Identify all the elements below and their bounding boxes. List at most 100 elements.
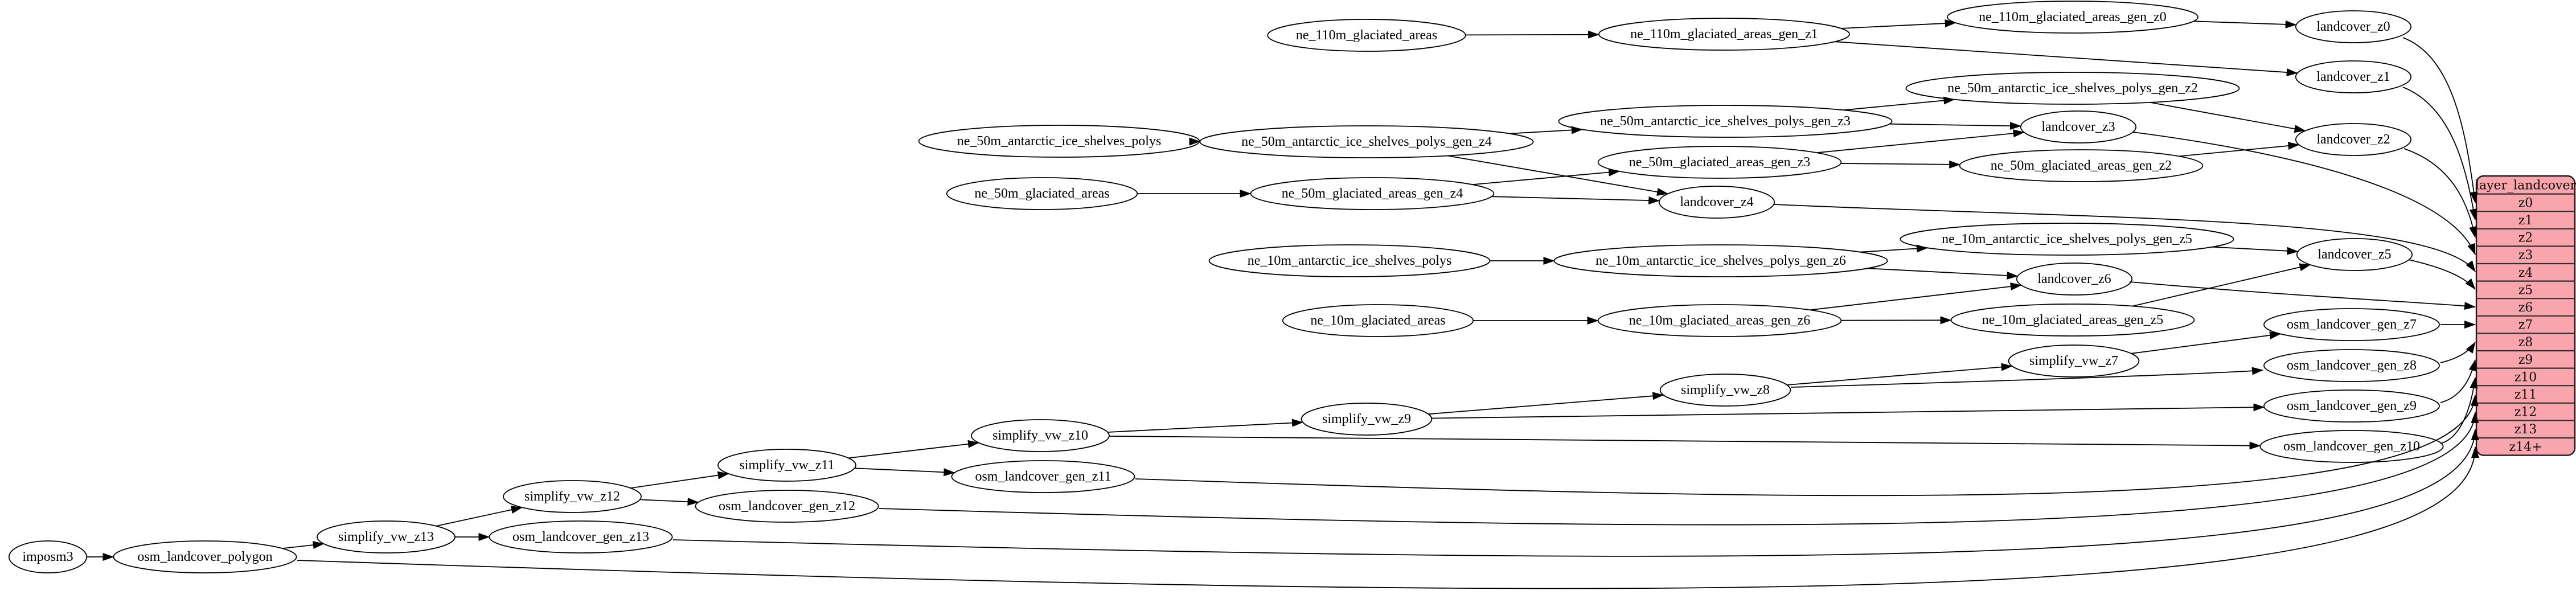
node-label-landcover_z5: landcover_z5 [2317, 247, 2391, 262]
edge-osm_landcover_gen_z8-to-z8 [2440, 342, 2476, 363]
node-ne_50m_glaciated_areas_gen_z2: ne_50m_glaciated_areas_gen_z2 [1959, 149, 2204, 182]
layer-landcover-table: layer_landcoverz0z1z2z3z4z5z6z7z8z9z10z1… [2475, 175, 2576, 456]
node-label-ne_10m_antarctic_ice_shelves_polys_gen_z5: ne_10m_antarctic_ice_shelves_polys_gen_z… [1942, 232, 2192, 247]
edge-ne_50m_glaciated_areas_gen_z3-to-ne_50m_glaciated_areas_gen_z2 [1840, 160, 1961, 169]
edge-ne_10m_glaciated_areas_gen_z5-to-landcover_z5 [2132, 263, 2311, 307]
node-label-ne_50m_glaciated_areas_gen_z3: ne_50m_glaciated_areas_gen_z3 [1629, 155, 1811, 170]
node-label-ne_110m_glaciated_areas_gen_z0: ne_110m_glaciated_areas_gen_z0 [1979, 10, 2167, 24]
table-row-z14+: z14+ [2509, 440, 2542, 454]
table-title: layer_landcover [2475, 178, 2576, 192]
edge-osm_landcover_polygon-to-simplify_vw_z13 [282, 541, 325, 550]
node-label-ne_50m_glaciated_areas_gen_z2: ne_50m_glaciated_areas_gen_z2 [1991, 158, 2172, 173]
node-ne_50m_antarctic_ice_shelves_polys_gen_z2: ne_50m_antarctic_ice_shelves_polys_gen_z… [1905, 72, 2240, 105]
edge-simplify_vw_z10-to-osm_landcover_gen_z10 [1109, 436, 2261, 450]
node-landcover_z6: landcover_z6 [2016, 263, 2133, 296]
node-ellipse-osm_landcover_gen_z7 [2263, 308, 2440, 341]
edge-ne_50m_antarctic_ice_shelves_polys_gen_z4-to-landcover_z4 [1447, 155, 1669, 196]
node-ellipse-osm_landcover_gen_z11 [951, 460, 1135, 493]
edge-ne_50m_antarctic_ice_shelves_polys_gen_z3-to-ne_50m_antarctic_ice_shelves_polys_gen_z2 [1843, 96, 1955, 111]
edge-ne_50m_glaciated_areas_gen_z4-to-landcover_z4 [1491, 196, 1660, 205]
node-ellipse-osm_landcover_gen_z8 [2263, 349, 2440, 382]
node-simplify_vw_z10: simplify_vw_z10 [971, 419, 1110, 452]
edges-layer [87, 19, 2479, 589]
node-ellipse-ne_50m_glaciated_areas_gen_z3 [1597, 146, 1842, 179]
edge-osm_landcover_polygon-to-z14+ [297, 446, 2479, 589]
node-label-simplify_vw_z11: simplify_vw_z11 [739, 458, 834, 473]
node-label-simplify_vw_z10: simplify_vw_z10 [992, 428, 1088, 443]
table-row-z9: z9 [2518, 353, 2533, 367]
node-label-ne_50m_antarctic_ice_shelves_polys_gen_z2: ne_50m_antarctic_ice_shelves_polys_gen_z… [1947, 81, 2198, 96]
edge-landcover_z2-to-z2 [2403, 148, 2477, 238]
node-label-ne_10m_glaciated_areas_gen_z6: ne_10m_glaciated_areas_gen_z6 [1629, 313, 1811, 328]
node-ne_10m_glaciated_areas: ne_10m_glaciated_areas [1282, 304, 1474, 337]
node-ellipse-simplify_vw_z10 [971, 419, 1110, 452]
node-label-ne_50m_antarctic_ice_shelves_polys_gen_z4: ne_50m_antarctic_ice_shelves_polys_gen_z… [1241, 134, 1492, 149]
node-label-simplify_vw_z9: simplify_vw_z9 [1322, 412, 1411, 427]
node-label-ne_110m_glaciated_areas_gen_z1: ne_110m_glaciated_areas_gen_z1 [1630, 27, 1818, 42]
node-ellipse-simplify_vw_z12 [503, 480, 642, 513]
edge-simplify_vw_z10-to-simplify_vw_z9 [1107, 419, 1303, 433]
node-ellipse-simplify_vw_z8 [1659, 374, 1791, 407]
node-ne_10m_glaciated_areas_gen_z6: ne_10m_glaciated_areas_gen_z6 [1597, 304, 1842, 337]
node-osm_landcover_gen_z12: osm_landcover_gen_z12 [695, 490, 879, 523]
node-ne_10m_antarctic_ice_shelves_polys_gen_z6: ne_10m_antarctic_ice_shelves_polys_gen_z… [1553, 244, 1888, 277]
node-label-osm_landcover_gen_z9: osm_landcover_gen_z9 [2287, 399, 2417, 413]
node-landcover_z4: landcover_z4 [1658, 186, 1775, 219]
node-ne_110m_glaciated_areas_gen_z1: ne_110m_glaciated_areas_gen_z1 [1598, 18, 1850, 51]
node-osm_landcover_polygon: osm_landcover_polygon [113, 540, 297, 573]
node-ne_10m_glaciated_areas_gen_z5: ne_10m_glaciated_areas_gen_z5 [1950, 304, 2195, 337]
node-label-landcover_z1: landcover_z1 [2316, 69, 2390, 84]
edge-simplify_vw_z13-to-simplify_vw_z12 [436, 506, 523, 527]
edge-simplify_vw_z9-to-osm_landcover_gen_z9 [1431, 403, 2265, 419]
edge-ne_50m_glaciated_areas_gen_z4-to-ne_50m_glaciated_areas_gen_z3 [1472, 168, 1621, 185]
node-label-simplify_vw_z8: simplify_vw_z8 [1681, 383, 1770, 397]
edge-ne_50m_antarctic_ice_shelves_polys_gen_z3-to-landcover_z3 [1889, 122, 2021, 130]
node-label-imposm3: imposm3 [22, 550, 73, 564]
edge-simplify_vw_z9-to-simplify_vw_z8 [1428, 392, 1664, 415]
node-label-osm_landcover_polygon: osm_landcover_polygon [137, 550, 272, 564]
node-ellipse-ne_110m_glaciated_areas_gen_z0 [1947, 1, 2198, 34]
edge-osm_landcover_gen_z12-to-z12 [879, 412, 2479, 526]
table-row-z13: z13 [2515, 423, 2537, 437]
node-osm_landcover_gen_z11: osm_landcover_gen_z11 [951, 460, 1135, 493]
node-simplify_vw_z13: simplify_vw_z13 [317, 520, 456, 553]
node-ellipse-simplify_vw_z11 [717, 449, 856, 482]
table-row-z12: z12 [2515, 405, 2537, 420]
node-ne_50m_glaciated_areas_gen_z3: ne_50m_glaciated_areas_gen_z3 [1597, 146, 1842, 179]
node-label-landcover_z6: landcover_z6 [2037, 272, 2111, 286]
edge-ne_10m_antarctic_ice_shelves_polys_gen_z6-to-landcover_z6 [1867, 268, 2019, 280]
edge-osm_landcover_gen_z10-to-z10 [2440, 377, 2478, 444]
node-ellipse-landcover_z1 [2295, 60, 2412, 93]
node-osm_landcover_gen_z9: osm_landcover_gen_z9 [2263, 389, 2440, 423]
node-osm_landcover_gen_z7: osm_landcover_gen_z7 [2263, 308, 2440, 341]
edge-ne_50m_antarctic_ice_shelves_polys_gen_z4-to-ne_50m_antarctic_ice_shelves_polys_gen_z3 [1509, 126, 1583, 134]
table-row-z4: z4 [2518, 266, 2533, 280]
node-label-landcover_z3: landcover_z3 [2041, 120, 2115, 134]
node-ne_10m_antarctic_ice_shelves_polys_gen_z5: ne_10m_antarctic_ice_shelves_polys_gen_z… [1900, 223, 2234, 256]
edge-ne_10m_antarctic_ice_shelves_polys_gen_z6-to-ne_10m_antarctic_ice_shelves_polys_gen_z5 [1860, 244, 1928, 253]
node-osm_landcover_gen_z10: osm_landcover_gen_z10 [2259, 430, 2444, 463]
edge-landcover_z1-to-z1 [2402, 87, 2477, 220]
edge-ne_10m_antarctic_ice_shelves_polys_gen_z5-to-landcover_z5 [2212, 246, 2299, 255]
nodes-layer: imposm3 osm_landcover_polygon simplify_vw_… [8, 1, 2444, 573]
node-label-simplify_vw_z12: simplify_vw_z12 [524, 489, 620, 504]
table-row-z10: z10 [2515, 370, 2537, 384]
node-label-ne_50m_glaciated_areas_gen_z4: ne_50m_glaciated_areas_gen_z4 [1282, 186, 1463, 201]
node-ellipse-osm_landcover_gen_z12 [695, 490, 879, 523]
edge-simplify_vw_z8-to-osm_landcover_gen_z8 [1790, 367, 2263, 388]
node-ne_50m_antarctic_ice_shelves_polys_gen_z4: ne_50m_antarctic_ice_shelves_polys_gen_z… [1199, 125, 1534, 158]
edge-ne_10m_glaciated_areas_gen_z6-to-landcover_z6 [1810, 282, 2022, 311]
node-simplify_vw_z11: simplify_vw_z11 [717, 449, 856, 482]
edge-osm_landcover_gen_z9-to-z9 [2440, 359, 2477, 403]
node-simplify_vw_z8: simplify_vw_z8 [1659, 374, 1791, 407]
node-landcover_z3: landcover_z3 [2020, 110, 2137, 143]
edge-ne_50m_antarctic_ice_shelves_polys_gen_z2-to-landcover_z2 [2150, 101, 2306, 133]
edge-landcover_z3-to-z3 [2132, 132, 2476, 255]
table-row-z11: z11 [2515, 388, 2537, 402]
edge-osm_landcover_gen_z11-to-z11 [1135, 395, 2479, 497]
node-label-landcover_z2: landcover_z2 [2316, 132, 2390, 147]
node-simplify_vw_z9: simplify_vw_z9 [1301, 403, 1433, 436]
node-landcover_z0: landcover_z0 [2295, 10, 2412, 43]
node-label-ne_10m_glaciated_areas: ne_10m_glaciated_areas [1310, 313, 1445, 328]
